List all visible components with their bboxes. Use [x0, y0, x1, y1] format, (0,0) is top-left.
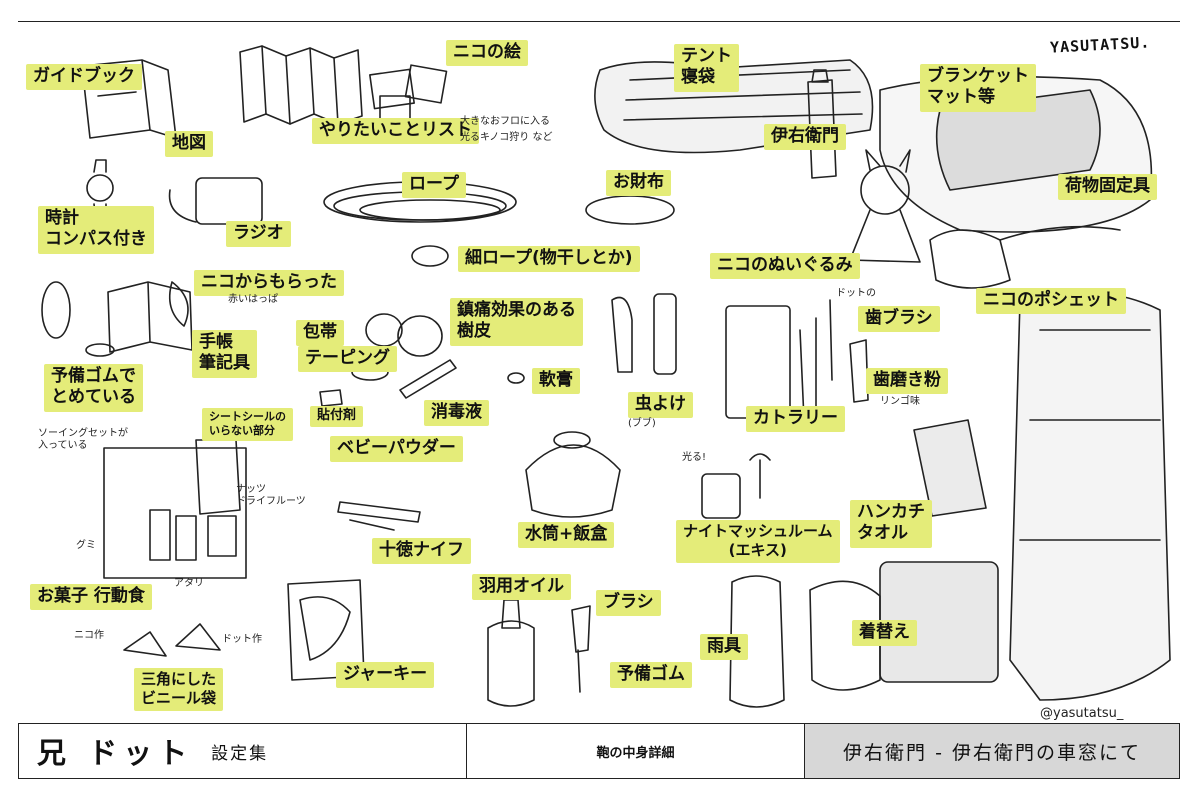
knife-sketch: [337, 501, 421, 523]
artist-handle: @yasutatsu_: [1040, 706, 1124, 721]
footer-title-cell: 兄 ドット 設定集: [19, 724, 467, 778]
note-red-leaf: 赤いはっぱ: [228, 294, 278, 305]
label-tent: テント 寝袋: [674, 44, 739, 92]
map-sketch: [239, 45, 363, 125]
label-luggage-strap: 荷物固定具: [1058, 174, 1157, 201]
label-patch: 貼付剤: [310, 406, 364, 428]
label-nico-pochette: ニコのポシェット: [976, 288, 1126, 315]
footer-bar: 兄 ドット 設定集 鞄の中身詳細 伊右衛門 - 伊右衛門の車窓にて: [18, 723, 1180, 779]
nico-drawing-sketch: [369, 68, 415, 110]
leaf-sketch: [168, 281, 189, 327]
label-watch: 時計 コンパス付き: [38, 206, 154, 254]
pochette-sketch: [929, 229, 1011, 289]
label-ointment: 軟膏: [532, 368, 580, 395]
watch-sketch: [86, 174, 114, 202]
label-notebook: 手帳 筆記具: [192, 330, 257, 378]
note-apple-flavor: リンゴ味: [880, 396, 920, 407]
label-blanket: ブランケット マット等: [920, 64, 1036, 112]
thin-rope-sketch: [411, 245, 449, 267]
note-todo-1: 大きなおフロに入る: [460, 116, 550, 127]
jar-sketch: [195, 439, 241, 515]
label-tooth-powder: 歯磨き粉: [866, 368, 948, 395]
label-nico-plush: ニコのぬいぐるみ: [710, 253, 860, 280]
note-nico-made: ニコ作: [74, 630, 104, 641]
label-bug-spray: 虫よけ: [628, 392, 693, 419]
bandage-sketch: [365, 313, 403, 347]
note-todo-2: 光るキノコ狩り など: [460, 132, 553, 143]
label-knife: 十徳ナイフ: [372, 538, 471, 565]
footer-right: 伊右衛門 - 伊右衛門の車窓にて: [805, 724, 1179, 778]
toothpaste-sketch: [849, 339, 869, 403]
radio-sketch: [195, 177, 263, 225]
ointment-sketch: [507, 372, 525, 384]
label-from-nico: ニコからもらった: [194, 270, 344, 297]
label-thin-rope: 細ロープ(物干しとか): [458, 246, 640, 273]
label-rope: ロープ: [402, 172, 466, 199]
label-jerky: ジャーキー: [336, 662, 435, 689]
label-snacks: お菓子 行動食: [30, 584, 152, 611]
footer-title: 兄 ドット: [37, 736, 194, 770]
top-rule: [18, 21, 1180, 22]
label-baby-powder: ベビーパウダー: [330, 436, 463, 463]
note-bug-sub: (ブブ): [628, 418, 656, 429]
label-wallet: お財布: [606, 170, 671, 197]
label-plastic-bag: 三角にした ビニール袋: [134, 668, 224, 711]
label-radio: ラジオ: [226, 221, 291, 248]
footer-middle: 鞄の中身詳細: [467, 724, 805, 778]
label-tape: テーピング: [298, 346, 397, 373]
wallet-sketch: [585, 195, 675, 225]
mushroom-jar-sketch: [701, 473, 741, 519]
label-rubber-bands: 予備ゴムで とめている: [44, 364, 143, 412]
label-bark: 鎮痛効果のある 樹皮: [450, 298, 583, 346]
note-atari: アタリ: [174, 578, 204, 589]
plush-sketch: [860, 165, 910, 215]
canteen-sketch: [525, 444, 621, 518]
label-spare-rubber: 予備ゴム: [610, 662, 692, 689]
note-glows: 光る!: [682, 452, 707, 463]
plastic-bag-sketch: [123, 623, 221, 657]
label-nico-drawing: ニコの絵: [446, 40, 528, 67]
cutlery-roll-sketch: [725, 305, 791, 419]
note-toothbrush-dots: ドットの: [836, 288, 876, 299]
rain-gear-sketch: [729, 575, 785, 708]
guidebook-sketch: [81, 59, 177, 139]
clothes-bag-sketch: [809, 580, 881, 691]
label-seal-part: シートシールの いらない部分: [202, 408, 293, 441]
label-cutlery: カトラリー: [746, 406, 845, 433]
notebook-sketch: [107, 281, 193, 353]
note-gummy: グミ: [76, 540, 96, 551]
label-map: 地図: [165, 131, 213, 158]
label-bandage: 包帯: [296, 320, 344, 347]
label-mushroom: ナイトマッシュルーム (エキス): [676, 520, 840, 563]
rubber-bands-sketch: [41, 281, 71, 339]
label-rain-gear: 雨具: [700, 634, 748, 661]
note-nuts: ナッツ ドライフルーツ: [236, 484, 306, 507]
patch-sketch: [319, 389, 343, 407]
label-toothbrush: 歯ブラシ: [858, 306, 940, 333]
note-dot-made: ドット作: [222, 634, 262, 645]
bedroll-sketch: [935, 89, 1101, 191]
bug-spray-sketch: [653, 293, 677, 375]
label-guidebook: ガイドブック: [26, 64, 142, 91]
towel-sketch: [913, 419, 987, 517]
label-todo-list: やりたいことリスト: [312, 118, 479, 145]
footer-subtitle: 設定集: [211, 743, 269, 764]
label-iemon: 伊右衛門: [764, 124, 846, 151]
note-sewing: ソーイングセットが 入っている: [38, 428, 128, 451]
label-brush: ブラシ: [596, 590, 661, 617]
label-disinfectant: 消毒液: [424, 400, 489, 427]
label-feather-oil: 羽用オイル: [472, 574, 571, 601]
label-change-clothes: 着替え: [852, 620, 917, 647]
brush-sketch: [571, 605, 591, 693]
backpack-sketch: [1009, 291, 1171, 701]
snack-box-sketch: [103, 447, 247, 579]
disinfectant-sketch: [399, 359, 457, 399]
label-canteen: 水筒+飯盒: [518, 522, 615, 549]
oil-bottle-sketch: [487, 620, 535, 707]
label-handkerchief: ハンカチ タオル: [850, 500, 932, 548]
